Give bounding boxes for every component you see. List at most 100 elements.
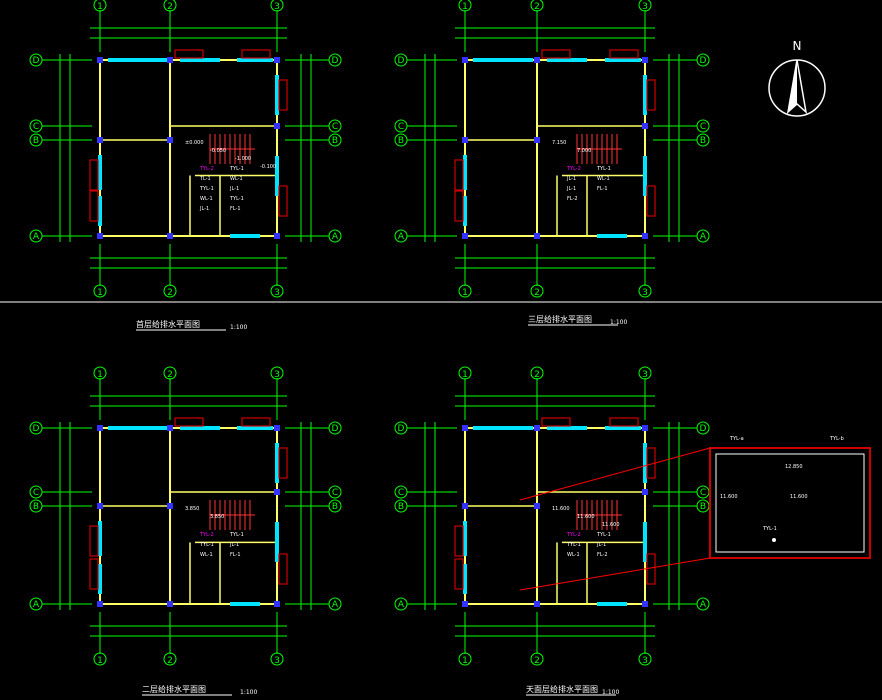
column xyxy=(97,137,103,143)
column xyxy=(167,57,173,63)
detail-leader-line xyxy=(519,557,711,591)
axis-label-right: D xyxy=(332,56,339,66)
drawing-scale: 1:100 xyxy=(610,319,627,326)
axis-bubble-top xyxy=(638,0,652,12)
axis-label-bottom: 1 xyxy=(97,288,103,298)
pipe-label: TYL-1 xyxy=(199,542,214,548)
axis-bubble-bottom xyxy=(530,284,544,298)
axis-label-right: A xyxy=(332,232,339,242)
axis-bubble-right xyxy=(328,499,342,513)
window xyxy=(98,564,102,594)
axis-bubble-top xyxy=(638,366,652,380)
axis-bubble-left xyxy=(394,485,408,499)
window xyxy=(473,58,533,62)
detail-outer-frame xyxy=(709,447,871,559)
window xyxy=(237,426,273,430)
axis-label-top: 3 xyxy=(642,2,648,12)
axis-label-left: D xyxy=(33,424,40,434)
axis-bubble-left xyxy=(394,597,408,611)
detail-dim: 12.850 xyxy=(785,464,803,470)
elevation-label: 7.000 xyxy=(577,148,591,154)
door-sill xyxy=(646,185,656,217)
axis-label-bottom: 2 xyxy=(167,288,173,298)
axis-bubble-right xyxy=(328,485,342,499)
axis-bubble-left xyxy=(29,229,43,243)
axis-label-top: 1 xyxy=(462,370,468,380)
axis-bubble-right xyxy=(328,53,342,67)
axis-bubble-left xyxy=(29,421,43,435)
window xyxy=(643,443,647,483)
column xyxy=(274,123,280,129)
window xyxy=(597,234,627,238)
pipe-label: TYL-1 xyxy=(229,166,244,172)
axis-label-left: D xyxy=(33,56,40,66)
axis-label-bottom: 2 xyxy=(167,656,173,666)
pipe-label: WL-1 xyxy=(597,176,610,182)
axis-bubble-bottom xyxy=(638,652,652,666)
axis-label-bottom: 2 xyxy=(534,656,540,666)
axis-label-right: D xyxy=(700,424,707,434)
window xyxy=(547,58,587,62)
axis-label-left: D xyxy=(398,424,405,434)
axis-bubble-right xyxy=(696,421,710,435)
pipe-label: WL-1 xyxy=(200,552,213,558)
axis-bubble-top xyxy=(270,0,284,12)
door-sill xyxy=(174,417,204,427)
axis-bubble-bottom xyxy=(638,284,652,298)
column xyxy=(274,425,280,431)
door-sill xyxy=(89,159,99,191)
axis-bubble-bottom xyxy=(163,284,177,298)
column xyxy=(462,601,468,607)
column xyxy=(642,489,648,495)
door-sill xyxy=(646,79,656,111)
axis-bubble-top xyxy=(270,366,284,380)
axis-label-top: 3 xyxy=(274,2,280,12)
axis-bubble-left xyxy=(394,499,408,513)
elevation-label: ±0.000 xyxy=(185,140,204,146)
window xyxy=(98,196,102,226)
door-sill xyxy=(278,79,288,111)
elevation-label: 7.150 xyxy=(552,140,566,146)
door-sill xyxy=(609,417,639,427)
window xyxy=(275,443,279,483)
column xyxy=(642,425,648,431)
axis-bubble-right xyxy=(328,133,342,147)
axis-bubble-right xyxy=(696,53,710,67)
axis-bubble-right xyxy=(696,597,710,611)
detail-leader-line xyxy=(519,447,711,501)
axis-label-right: D xyxy=(332,424,339,434)
axis-label-left: C xyxy=(398,122,404,132)
axis-label-bottom: 1 xyxy=(462,288,468,298)
detail-elevation: 11.600 xyxy=(790,494,808,500)
window xyxy=(463,564,467,594)
axis-bubble-right xyxy=(696,133,710,147)
window xyxy=(463,521,467,556)
elevation-label: -0.050 xyxy=(210,148,226,154)
door-sill xyxy=(454,190,464,222)
window xyxy=(605,426,641,430)
column xyxy=(274,601,280,607)
drawing-scale: 1:100 xyxy=(230,324,247,331)
column xyxy=(642,57,648,63)
elevation-label: 3.850 xyxy=(210,514,224,520)
detail-pipe-label: TYL-1 xyxy=(762,526,777,532)
axis-bubble-bottom xyxy=(458,284,472,298)
axis-bubble-left xyxy=(29,119,43,133)
axis-bubble-left xyxy=(29,53,43,67)
detail-dim: 11.600 xyxy=(720,494,738,500)
axis-label-right: C xyxy=(332,488,338,498)
north-label: N xyxy=(793,39,802,53)
axis-bubble-right xyxy=(328,229,342,243)
door-sill xyxy=(646,553,656,585)
axis-bubble-left xyxy=(394,421,408,435)
column xyxy=(167,503,173,509)
axis-label-top: 3 xyxy=(642,370,648,380)
axis-label-right: B xyxy=(332,502,338,512)
axis-label-right: B xyxy=(700,502,706,512)
column xyxy=(97,57,103,63)
axis-label-right: B xyxy=(700,136,706,146)
column xyxy=(462,57,468,63)
pipe-label: FL-1 xyxy=(230,552,241,558)
axis-label-left: C xyxy=(398,488,404,498)
